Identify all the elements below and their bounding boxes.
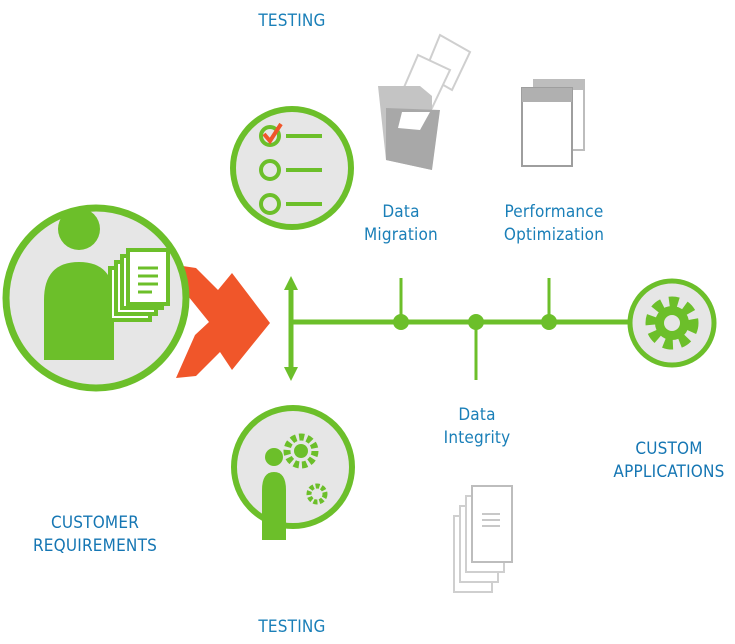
- migration-line1: Data: [382, 202, 420, 222]
- checklist-icon: [259, 122, 322, 215]
- person-with-gears-icon: [262, 433, 328, 540]
- migration-line2: Migration: [364, 225, 438, 245]
- testing-top-node: [230, 106, 354, 230]
- integrity-label: Data Integrity: [437, 404, 517, 450]
- customer-line1: CUSTOMER: [50, 513, 140, 533]
- testing-top-text: TESTING: [258, 11, 326, 31]
- testing-bottom-node: [231, 405, 355, 540]
- integrity-node: [468, 314, 484, 330]
- customer-requirements-node: [2, 204, 190, 392]
- orange-arrow-icon: [176, 265, 270, 378]
- testing-bottom-text: TESTING: [258, 617, 326, 637]
- migration-node: [393, 314, 409, 330]
- migration-label: Data Migration: [352, 201, 450, 247]
- performance-node: [541, 314, 557, 330]
- custom-line2: APPLICATIONS: [613, 462, 725, 482]
- integrity-line1: Data: [458, 405, 496, 425]
- custom-line1: CUSTOM: [635, 439, 703, 459]
- testing-top-label: TESTING: [252, 10, 332, 33]
- custom-applications-label: CUSTOM APPLICATIONS: [606, 438, 732, 484]
- performance-line1: Performance: [504, 202, 604, 222]
- arrow-down-head: [284, 367, 298, 381]
- gear-icon: [645, 296, 699, 350]
- windows-icon: [521, 79, 585, 167]
- document-stack-icon: [453, 485, 513, 593]
- connector-lines: [288, 278, 640, 380]
- custom-applications-node: [627, 278, 717, 368]
- arrow-up-head: [284, 276, 298, 290]
- testing-bottom-label: TESTING: [252, 616, 332, 639]
- performance-line2: Optimization: [503, 225, 605, 245]
- customer-requirements-label: CUSTOMER REQUIREMENTS: [20, 512, 170, 558]
- person-with-documents-icon: [44, 208, 170, 360]
- folder-with-papers-icon: [378, 33, 472, 170]
- integrity-line2: Integrity: [443, 428, 511, 448]
- customer-line2: REQUIREMENTS: [32, 536, 158, 556]
- performance-label: Performance Optimization: [496, 201, 612, 247]
